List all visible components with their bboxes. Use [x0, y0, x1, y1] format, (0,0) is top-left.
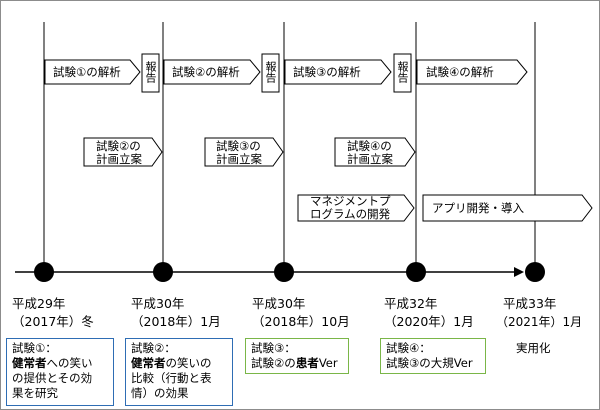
- milestone-1-year: 平成29年: [12, 296, 65, 311]
- milestone-3-year: 平成30年: [252, 296, 305, 311]
- program-arrow-2: [422, 194, 593, 222]
- milestone-5-date: （2021年）1月: [496, 315, 582, 329]
- study-1-emphasis: 健常者: [12, 356, 47, 370]
- study-1-line3: の提供とその効: [12, 371, 93, 385]
- milestone-2-year: 平成30年: [131, 296, 184, 311]
- milestone-1-date: （2017年）冬: [12, 314, 94, 329]
- milestone-4-year: 平成32年: [384, 296, 437, 311]
- program-arrow-1: [297, 194, 415, 222]
- report-box-2: [261, 53, 280, 93]
- analysis-label-2: 試験②の解析: [172, 65, 240, 79]
- study-2-box: 試験②： 健常者の笑いの 比較（行動と表 情）の効果: [125, 338, 233, 406]
- program-label-1-line2: ログラムの開発: [310, 207, 391, 221]
- study-4-title: 試験④：: [386, 341, 431, 355]
- study-1-box: 試験①： 健常者への笑い の提供とその効 果を研究: [6, 338, 114, 406]
- study-2-emphasis: 健常者: [131, 356, 166, 370]
- analysis-arrow-4: [416, 59, 528, 85]
- practical-use-label: 実用化: [516, 341, 551, 355]
- study-2-line2-rest: の笑いの: [165, 356, 212, 370]
- analysis-label-4: 試験④の解析: [426, 65, 494, 79]
- milestone-dot-3: [274, 262, 294, 282]
- planning-arrow-1: [83, 137, 163, 167]
- planning-label-1-line2: 計画立案: [96, 152, 142, 166]
- analysis-arrow-3: [284, 59, 392, 85]
- analysis-arrow-2: [163, 59, 261, 85]
- study-2-line3: 比較（行動と表: [131, 371, 212, 385]
- analysis-label-3: 試験③の解析: [293, 65, 361, 79]
- planning-label-1-line1: 試験②の: [96, 139, 141, 153]
- timeline-arrowhead: [514, 267, 524, 277]
- milestone-3-date: （2018年）10月: [252, 314, 350, 329]
- study-1-line2: 健常者への笑い: [12, 356, 108, 371]
- report-box-1: [141, 53, 160, 93]
- study-1-line4: 果を研究: [12, 386, 58, 400]
- study-3-line2-pre: 試験②の: [251, 356, 296, 370]
- milestone-dot-1: [34, 262, 54, 282]
- study-2-line4: 情）の効果: [131, 386, 189, 400]
- study-1-title: 試験①：: [12, 341, 57, 355]
- study-3-emphasis: 患者: [295, 356, 319, 370]
- analysis-label-1: 試験①の解析: [53, 65, 121, 79]
- study-3-line2-rest: Ver: [318, 356, 338, 370]
- study-4-line2: 試験③の大規Ver: [386, 356, 473, 370]
- study-1-line2-rest: への笑い: [46, 356, 93, 370]
- planning-label-2-line2: 計画立案: [216, 152, 262, 166]
- analysis-arrow-1: [44, 59, 141, 85]
- milestone-dot-2: [153, 262, 173, 282]
- report-label-1: 報告: [144, 61, 157, 84]
- program-label-2: アプリ開発・導入: [432, 201, 524, 215]
- report-label-3: 報告: [396, 61, 409, 84]
- planning-label-3-line2: 計画立案: [347, 152, 393, 166]
- planning-arrow-3: [334, 137, 416, 167]
- planning-label-2-line1: 試験③の: [216, 139, 261, 153]
- milestone-2-date: （2018年）1月: [131, 314, 221, 329]
- milestone-5-year: 平成33年: [503, 296, 556, 311]
- study-3-title: 試験③：: [251, 341, 296, 355]
- study-2-title: 試験②：: [131, 341, 176, 355]
- report-label-2: 報告: [264, 61, 277, 84]
- planning-arrow-2: [204, 137, 284, 167]
- study-3-line2: 試験②の患者Ver: [251, 356, 343, 371]
- program-label-1-line1: マネジメントプ: [310, 194, 391, 208]
- planning-label-3-line1: 試験④の: [347, 139, 392, 153]
- study-4-box: 試験④： 試験③の大規Ver: [380, 338, 486, 374]
- study-2-line2: 健常者の笑いの: [131, 356, 227, 371]
- study-3-box: 試験③： 試験②の患者Ver: [245, 338, 349, 374]
- report-box-3: [393, 53, 412, 93]
- milestone-4-date: （2020年）1月: [384, 314, 474, 329]
- milestone-dot-4: [406, 262, 426, 282]
- milestone-dot-5: [525, 262, 545, 282]
